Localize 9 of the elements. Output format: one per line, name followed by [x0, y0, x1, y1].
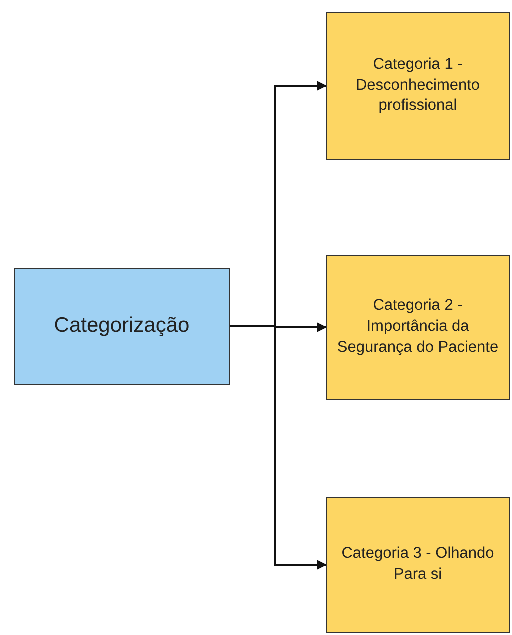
box-label: Categoria 2 - Importância da Segurança do Paciente: [336, 296, 500, 358]
arrow: [230, 326, 327, 570]
box-label: Categoria 1 - Desconhecimento profissional: [354, 54, 482, 116]
box-label: Categorização: [54, 313, 190, 340]
root-box: [14, 268, 230, 385]
category-box: [326, 255, 510, 400]
category-box: [326, 12, 510, 160]
category-box: [326, 497, 510, 633]
box-label: Categoria 3 - Olhando Para si: [340, 544, 496, 585]
